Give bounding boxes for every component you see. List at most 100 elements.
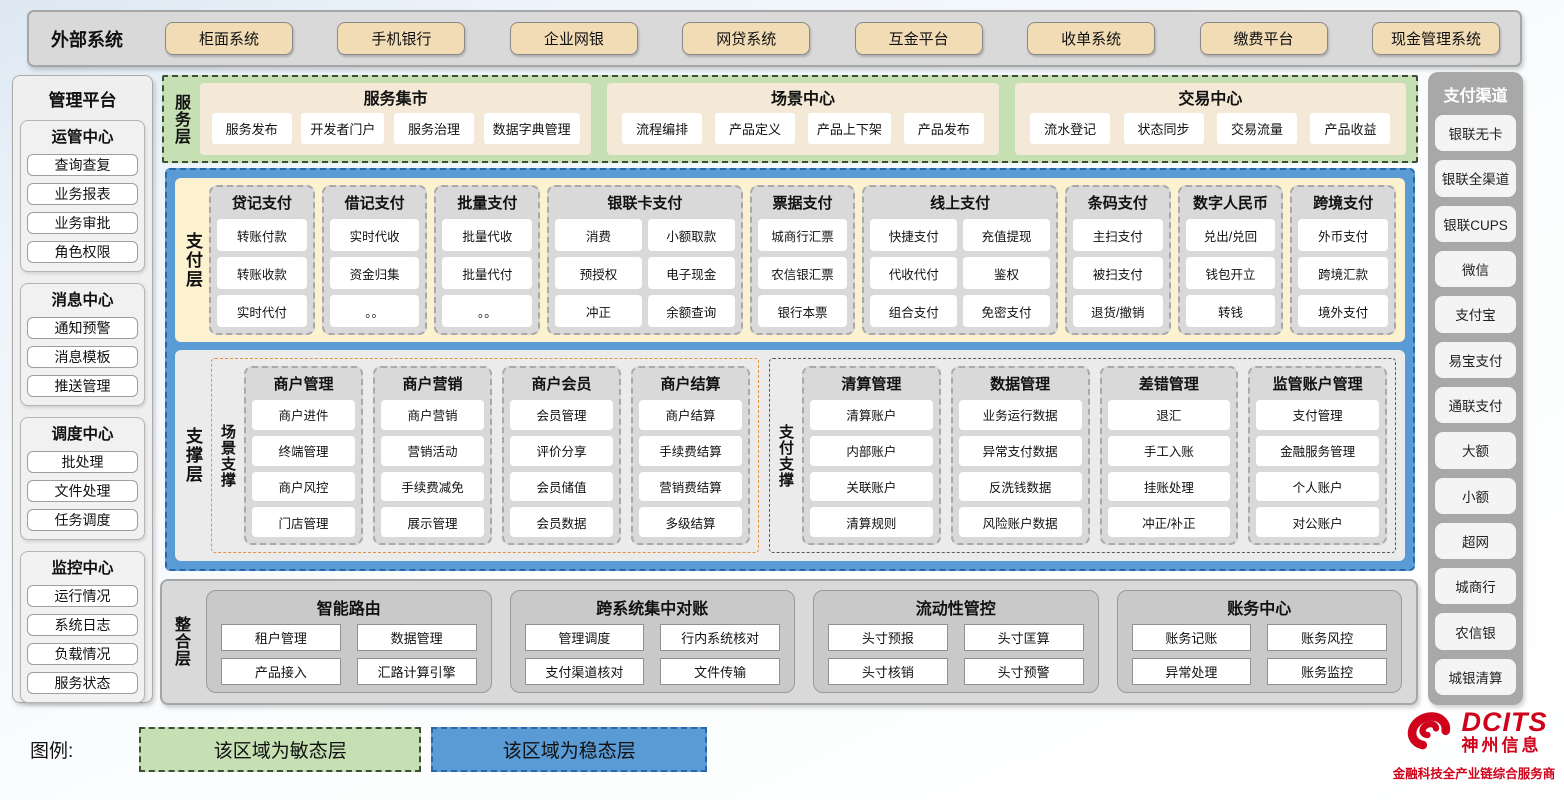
module-column-title: 商户会员 [531,376,592,393]
module-item-box: 小额取款 [647,219,735,251]
module-column-items: 退汇手工入账挂账处理冲正/补正 [1107,400,1231,537]
integration-layer: 整合层 智能路由租户管理数据管理产品接入汇路计算引擎跨系统集中对账管理调度行内系… [160,579,1418,705]
module-item-box: 商户进件 [252,400,355,430]
integration-item-box: 产品接入 [221,658,341,685]
legend-stable-box: 该区域为稳态层 [431,727,708,772]
module-item-box: 会员数据 [510,507,613,537]
module-column-title: 票据支付 [772,195,833,212]
module-item-box: 评价分享 [510,435,613,466]
dcits-logo: DCITS 神州信息 金融科技全产业链综合服务商 [1388,703,1560,782]
integration-item-box: 支付渠道核对 [524,658,645,685]
module-column-title: 线上支付 [930,195,991,212]
module-column-title: 清算管理 [841,376,902,393]
integration-group-items: 账务记账账务风控异常处理账务监控 [1131,624,1387,685]
support-group: 支付支撑清算管理清算账户内部账户关联账户清算规则数据管理业务运行数据异常支付数据… [769,358,1396,553]
external-systems-list: 柜面系统手机银行企业网银网贷系统互金平台收单系统缴费平台现金管理系统 [159,22,1506,55]
management-section: 消息中心通知预警消息模板推送管理 [20,283,145,406]
module-item-box: 营销费结算 [639,471,742,502]
module-item-box: 手续费减免 [381,471,484,502]
module-item-box: 手续费结算 [639,435,742,466]
module-column-items: 兑出/兑回钱包开立转钱 [1185,219,1276,327]
support-group: 场景支撑商户管理商户进件终端管理商户风控门店管理商户营销商户营销营销活动手续费减… [211,358,759,553]
module-column: 商户结算商户结算手续费结算营销费结算多级结算 [631,366,750,545]
support-groups: 场景支撑商户管理商户进件终端管理商户风控门店管理商户营销商户营销营销活动手续费减… [211,358,1396,553]
module-column: 线上支付快捷支付充值提现代收代付鉴权组合支付免密支付 [862,185,1058,335]
logo-name: 神州信息 [1461,735,1542,755]
module-item-box: 代收代付 [870,257,958,289]
module-column-title: 差错管理 [1138,376,1199,393]
management-item-box: 服务状态 [27,672,138,694]
module-item-box: 。。 [442,295,533,327]
service-item-box: 状态同步 [1123,113,1204,144]
module-column-items: 城商行汇票农信银汇票银行本票 [757,219,848,327]
management-platform-panel: 管理平台 运管中心查询查复业务报表业务审批角色权限消息中心通知预警消息模板推送管… [12,75,153,703]
integration-item-box: 账务监控 [1267,658,1387,685]
external-system-box: 互金平台 [854,22,983,55]
service-item-box: 产品发布 [903,113,984,144]
module-item-box: 退货/撤销 [1072,295,1163,327]
service-item-box: 交易流量 [1217,113,1298,144]
payment-channel-box: 农信银 [1435,613,1516,650]
integration-item-box: 汇路计算引擎 [356,658,477,685]
management-item-box: 批处理 [27,451,138,473]
external-system-box: 现金管理系统 [1371,22,1500,55]
module-item-box: 被扫支付 [1072,257,1163,289]
management-item-box: 运行情况 [27,585,138,607]
module-item-box: 充值提现 [963,219,1050,251]
module-item-box: 内部账户 [810,435,933,466]
integration-layer-label: 整合层 [172,616,189,667]
module-item-box: 会员储值 [510,471,613,502]
payment-channels-title: 支付渠道 [1443,88,1508,105]
module-item-box: 转账收款 [217,257,307,289]
service-group-title: 交易中心 [1178,91,1243,108]
module-item-box: 鉴权 [963,257,1050,289]
service-group-title: 场景中心 [770,91,835,108]
integration-group-title: 流动性管控 [915,601,996,618]
management-item-box: 通知预警 [27,317,138,339]
integration-group: 智能路由租户管理数据管理产品接入汇路计算引擎 [206,590,492,693]
integration-item-box: 数据管理 [356,624,477,651]
module-column: 跨境支付外币支付跨境汇款境外支付 [1290,185,1397,335]
management-section: 监控中心运行情况系统日志负载情况服务状态 [20,551,145,703]
external-systems-bar: 外部系统 柜面系统手机银行企业网银网贷系统互金平台收单系统缴费平台现金管理系统 [27,10,1522,67]
module-item-box: 商户营销 [381,400,484,430]
module-column: 票据支付城商行汇票农信银汇票银行本票 [749,185,856,335]
payment-channel-box: 城商行 [1435,568,1516,605]
module-column-title: 银联卡支付 [607,195,683,212]
module-item-box: 农信银汇票 [757,257,848,289]
payment-channel-box: 易宝支付 [1435,341,1516,378]
management-item-box: 任务调度 [27,509,138,531]
module-column: 差错管理退汇手工入账挂账处理冲正/补正 [1099,366,1239,545]
support-layer-label: 支撑层 [183,427,202,484]
module-item-box: 。。 [329,295,420,327]
module-item-box: 会员管理 [510,400,613,430]
payment-channel-box: 银联CUPS [1435,205,1516,242]
module-column: 借记支付实时代收资金归集。。 [321,185,428,335]
payment-channel-box: 支付宝 [1435,296,1516,333]
module-item-box: 消费 [555,219,642,251]
module-item-box: 商户风控 [252,471,355,502]
module-item-box: 支付管理 [1256,400,1379,430]
module-item-box: 批量代付 [442,257,533,289]
dcits-swirl-icon [1401,703,1459,760]
module-item-box: 批量代收 [442,219,533,251]
external-system-box: 网贷系统 [682,22,811,55]
module-column-title: 借记支付 [344,195,405,212]
external-system-box: 手机银行 [337,22,466,55]
service-group-items: 流程编排产品定义产品上下架产品发布 [617,109,988,148]
management-platform-title: 管理平台 [48,91,117,110]
module-item-box: 营销活动 [381,435,484,466]
module-column-items: 快捷支付充值提现代收代付鉴权组合支付免密支付 [870,219,1050,327]
module-column-items: 清算账户内部账户关联账户清算规则 [810,400,933,537]
module-column-title: 跨境支付 [1313,195,1374,212]
module-column-items: 批量代收批量代付。。 [442,219,533,327]
support-group-columns: 商户管理商户进件终端管理商户风控门店管理商户营销商户营销营销活动手续费减免展示管… [244,366,750,545]
module-column: 批量支付批量代收批量代付。。 [434,185,541,335]
logo-brand: DCITS [1461,707,1548,738]
module-item-box: 商户结算 [639,400,742,430]
module-item-box: 业务运行数据 [958,400,1082,430]
payment-channel-box: 银联无卡 [1435,115,1516,152]
legend-agile-box: 该区域为敏态层 [139,727,422,772]
module-item-box: 转钱 [1185,295,1276,327]
